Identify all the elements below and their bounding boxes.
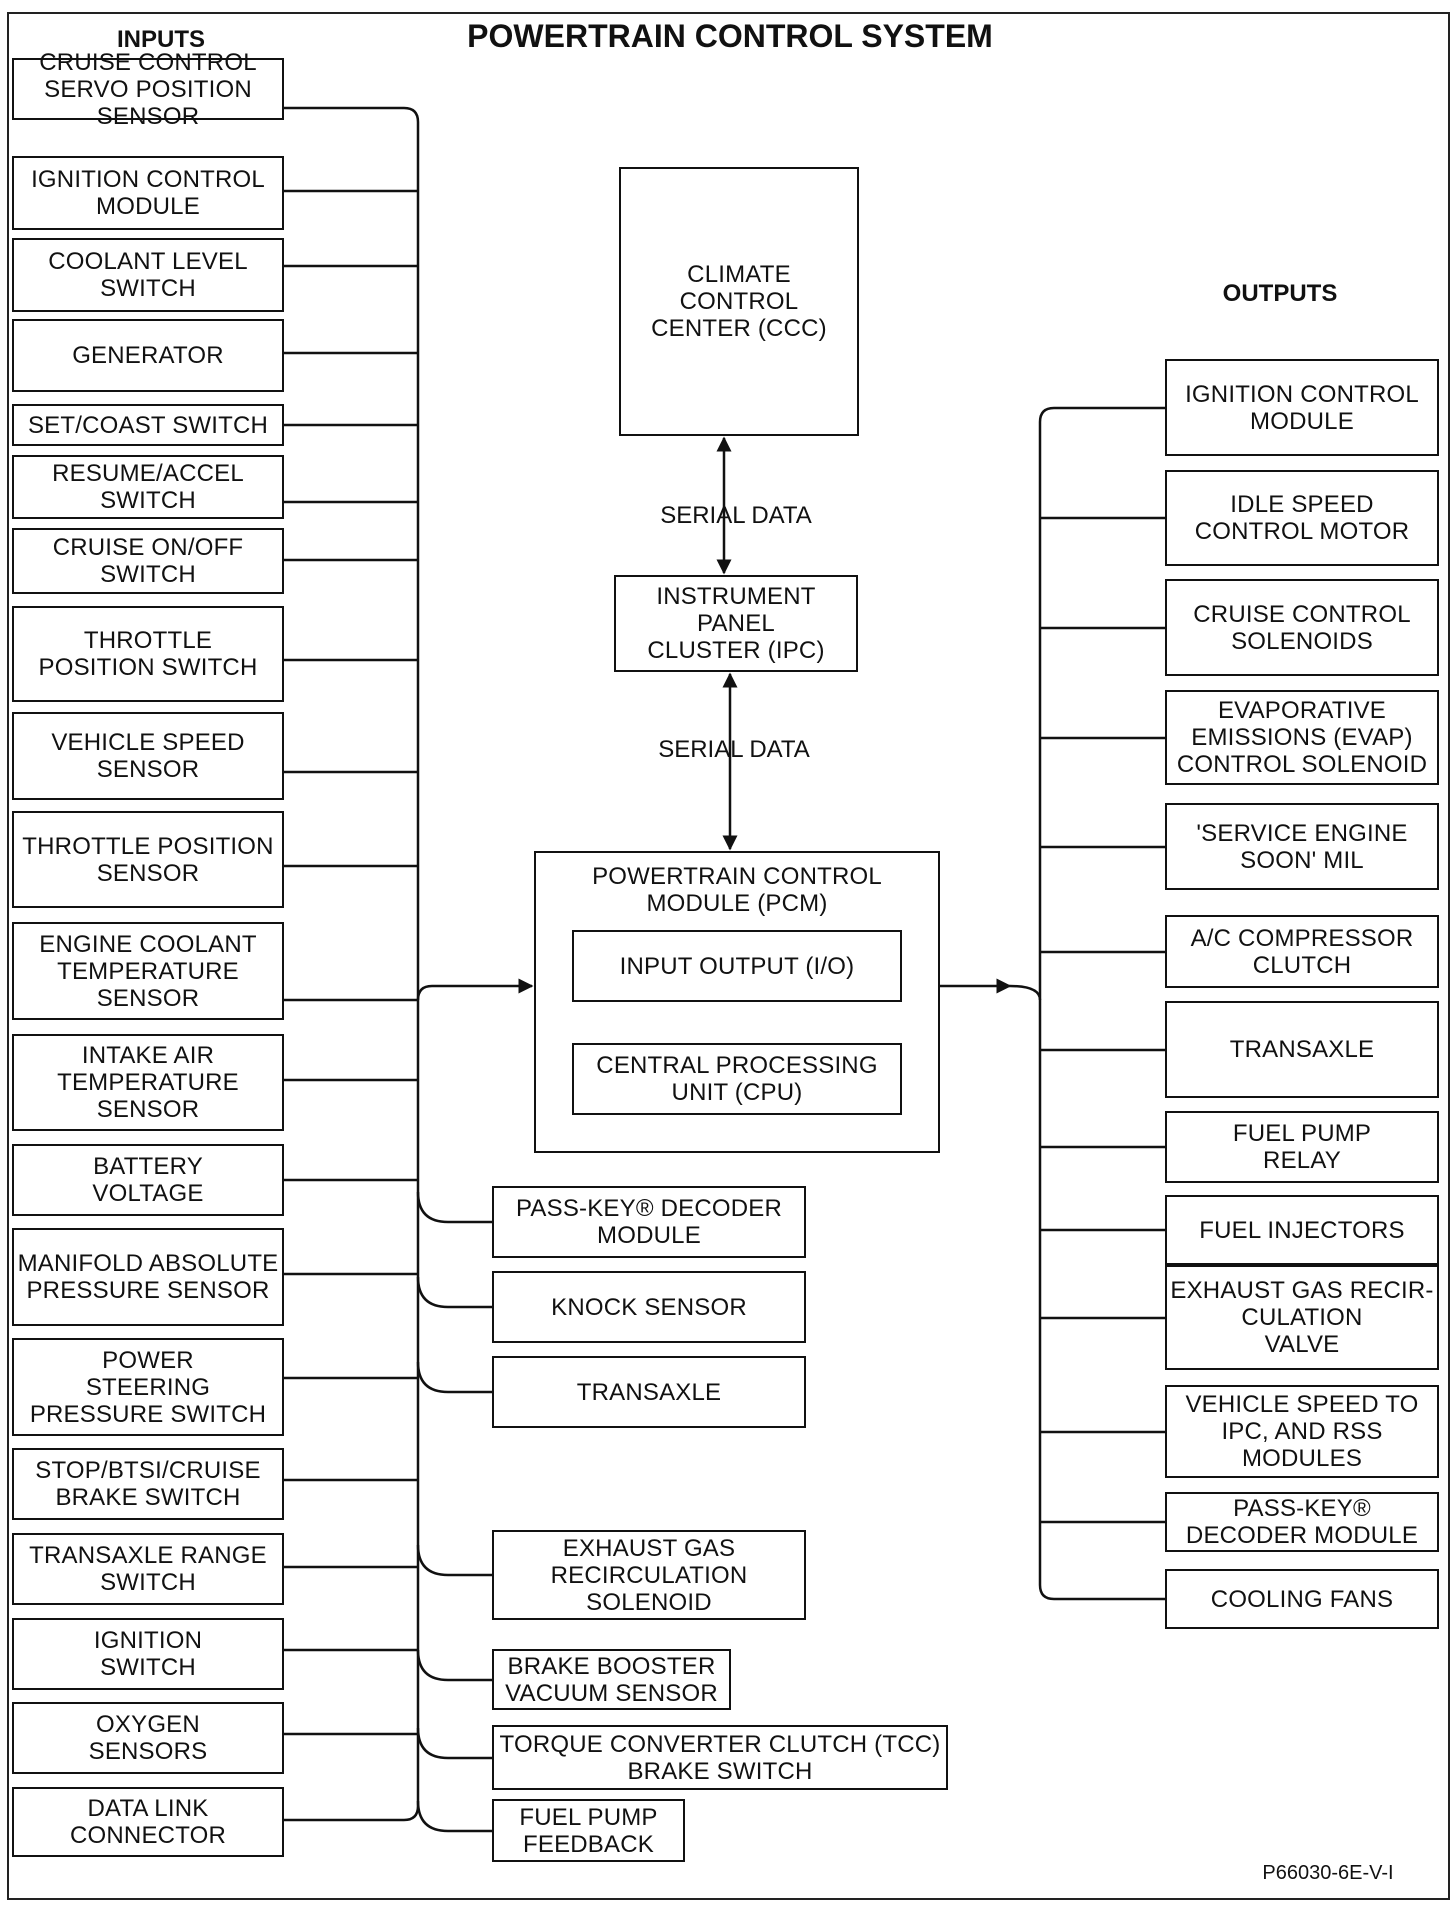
serial-data-label-lower: SERIAL DATA <box>658 736 810 763</box>
output-box: VEHICLE SPEED TO IPC, AND RSS MODULES <box>1165 1385 1439 1478</box>
input-box: ENGINE COOLANT TEMPERATURE SENSOR <box>12 922 284 1020</box>
input-box: TRANSAXLE RANGE SWITCH <box>12 1533 284 1605</box>
output-box: 'SERVICE ENGINE SOON' MIL <box>1165 803 1439 890</box>
middle-input-box: EXHAUST GAS RECIRCULATION SOLENOID <box>492 1530 806 1620</box>
input-box: CRUISE ON/OFF SWITCH <box>12 528 284 594</box>
input-wire <box>284 106 420 123</box>
middle-input-box: TRANSAXLE <box>492 1356 806 1428</box>
input-box: INTAKE AIR TEMPERATURE SENSOR <box>12 1034 284 1131</box>
input-box: THROTTLE POSITION SWITCH <box>12 606 284 702</box>
middle-input-box: TORQUE CONVERTER CLUTCH (TCC) BRAKE SWIT… <box>492 1725 948 1790</box>
output-box: CRUISE CONTROL SOLENOIDS <box>1165 579 1439 676</box>
input-box: GENERATOR <box>12 319 284 392</box>
page-title: POWERTRAIN CONTROL SYSTEM <box>467 18 993 54</box>
output-wire <box>1038 1584 1165 1601</box>
output-box: EVAPORATIVE EMISSIONS (EVAP) CONTROL SOL… <box>1165 690 1439 785</box>
middle-input-wire <box>416 1361 492 1394</box>
middle-input-wire <box>416 1727 492 1760</box>
instrument-panel-cluster-box: INSTRUMENT PANEL CLUSTER (IPC) <box>614 575 858 672</box>
input-box: IGNITION SWITCH <box>12 1618 284 1690</box>
input-box: MANIFOLD ABSOLUTE PRESSURE SENSOR <box>12 1228 284 1326</box>
middle-input-wire <box>416 1649 492 1682</box>
output-box: COOLING FANS <box>1165 1569 1439 1629</box>
output-box: FUEL INJECTORS <box>1165 1195 1439 1265</box>
output-box: EXHAUST GAS RECIR- CULATION VALVE <box>1165 1265 1439 1370</box>
input-box: RESUME/ACCEL SWITCH <box>12 455 284 519</box>
input-box: BATTERY VOLTAGE <box>12 1144 284 1216</box>
input-box: OXYGEN SENSORS <box>12 1702 284 1774</box>
middle-input-wire <box>416 1276 492 1309</box>
output-box: TRANSAXLE <box>1165 1001 1439 1098</box>
figure-code: P66030-6E-V-I <box>1262 1862 1394 1884</box>
pcm-to-output-curve <box>1009 984 1042 1001</box>
middle-input-wire <box>416 1800 492 1833</box>
middle-input-wire <box>416 1544 492 1577</box>
middle-input-box: KNOCK SENSOR <box>492 1271 806 1343</box>
output-box: FUEL PUMP RELAY <box>1165 1111 1439 1183</box>
input-box: THROTTLE POSITION SENSOR <box>12 811 284 908</box>
middle-input-box: PASS-Key® DECODER MODULE <box>492 1186 806 1258</box>
middle-input-box: FUEL PUMP FEEDBACK <box>492 1799 685 1862</box>
input-box: SET/COAST SWITCH <box>12 404 284 446</box>
climate-control-center-box: CLIMATE CONTROL CENTER (CCC) <box>619 167 859 436</box>
output-box: IDLE SPEED CONTROL MOTOR <box>1165 470 1439 566</box>
input-box: IGNITION CONTROL MODULE <box>12 156 284 230</box>
middle-input-box: BRAKE BOOSTER VACUUM SENSOR <box>492 1649 731 1710</box>
outputs-heading: OUTPUTS <box>1222 280 1338 307</box>
input-box: VEHICLE SPEED SENSOR <box>12 712 284 800</box>
cpu-box: CENTRAL PROCESSING UNIT (CPU) <box>572 1043 902 1115</box>
inputs-heading: INPUTS <box>116 26 205 53</box>
input-box: COOLANT LEVEL SWITCH <box>12 238 284 312</box>
diagram-frame <box>7 12 1450 1900</box>
output-box: IGNITION CONTROL MODULE <box>1165 359 1439 456</box>
input-box: STOP/BTSI/CRUISE BRAKE SWITCH <box>12 1448 284 1520</box>
io-box: INPUT OUTPUT (I/O) <box>572 930 902 1002</box>
input-box: POWER STEERING PRESSURE SWITCH <box>12 1338 284 1436</box>
input-wire <box>284 1805 420 1822</box>
bus-to-pcm-arrow <box>416 978 534 1001</box>
output-box: PASS-Key® DECODER MODULE <box>1165 1492 1439 1552</box>
middle-input-wire <box>416 1191 492 1224</box>
pcm-title: POWERTRAIN CONTROL MODULE (PCM) <box>592 863 882 917</box>
output-box: A/C COMPRESSOR CLUTCH <box>1165 915 1439 988</box>
output-wire <box>1038 406 1165 423</box>
input-box: DATA LINK CONNECTOR <box>12 1787 284 1857</box>
serial-data-label-upper: SERIAL DATA <box>660 502 812 529</box>
input-box: CRUISE CONTROL SERVO POSITION SENSOR <box>12 49 284 130</box>
